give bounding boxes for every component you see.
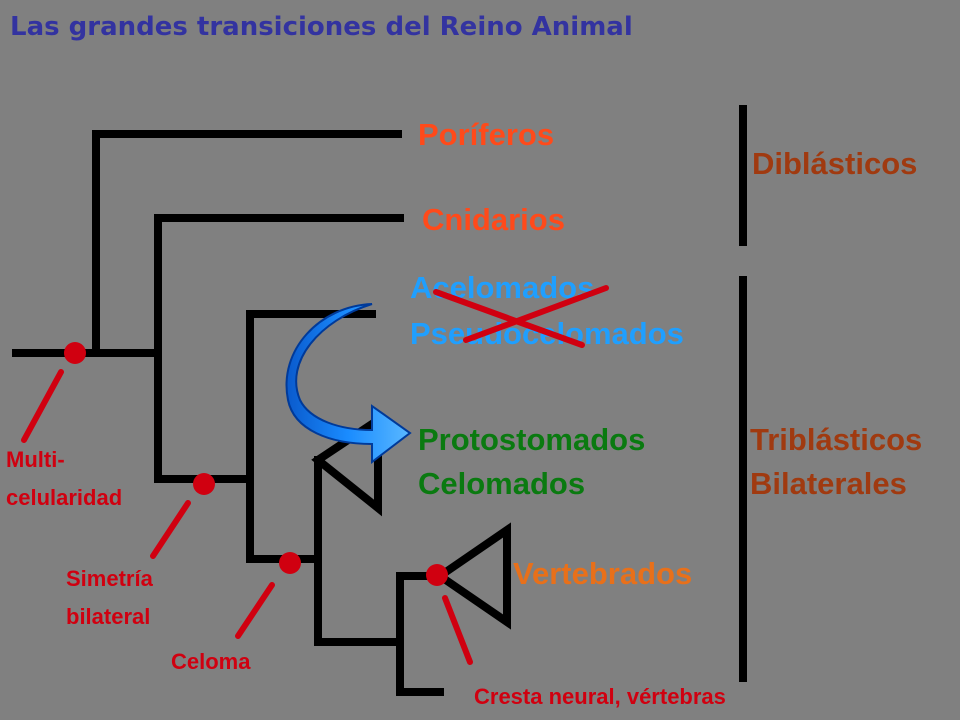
group-bilaterales: Bilaterales [750,466,907,501]
simetria-pointer [150,500,191,559]
trait-simetria-line1: Simetría [66,566,153,591]
trait-multicelularidad-line1: Multi- [6,447,65,472]
celoma-dot [279,552,301,574]
group-triblasticos: Triblásticos [750,422,923,457]
cresta-pointer [442,595,473,665]
taxon-celomados: Celomados [418,466,586,501]
taxon-protostomados: Protostomados [418,422,646,457]
taxon-poriferos: Poríferos [418,117,555,152]
simetria-dot [193,473,215,495]
taxon-vertebrados: Vertebrados [513,556,693,591]
trait-cresta-neural: Cresta neural, vértebras [474,684,726,709]
trait-markers [64,342,448,586]
multicelularidad-dot [64,342,86,364]
taxon-pseudocelomados: Pseudocelomados [410,316,684,351]
taxon-acelomados: Acelomados [410,270,595,305]
group-diblasticos: Diblásticos [752,146,918,181]
taxon-cnidarios: Cnidarios [422,202,565,237]
multicelularidad-pointer [21,369,64,443]
blue-curved-arrow-icon [285,303,412,465]
trait-simetria-line2: bilateral [66,604,151,629]
trait-multicelularidad-line2: celularidad [6,485,123,510]
trait-celoma: Celoma [171,649,251,674]
page-title: Las grandes transiciones del Reino Anima… [10,12,633,42]
trait-pointers [21,369,473,665]
cresta-dot [426,564,448,586]
celoma-pointer [235,582,275,639]
